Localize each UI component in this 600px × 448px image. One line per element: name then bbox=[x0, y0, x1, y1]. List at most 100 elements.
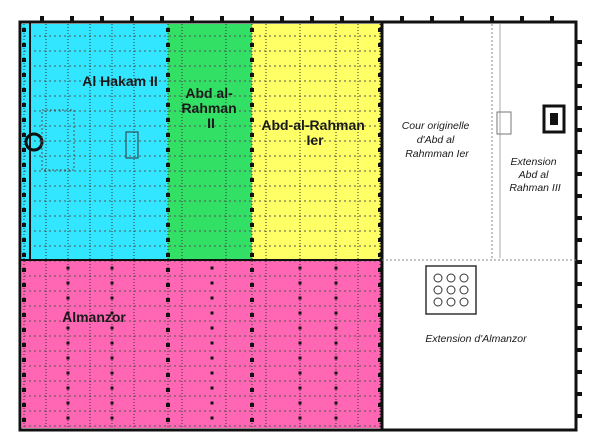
pier-columns bbox=[22, 28, 382, 422]
pier bbox=[210, 266, 214, 270]
pier bbox=[334, 401, 338, 405]
pier bbox=[66, 416, 70, 420]
pier bbox=[166, 58, 170, 62]
buttress bbox=[400, 16, 404, 22]
pier bbox=[378, 73, 382, 77]
pier bbox=[210, 296, 214, 300]
pier bbox=[250, 208, 254, 212]
pier bbox=[378, 253, 382, 257]
pier bbox=[66, 386, 70, 390]
pier bbox=[166, 28, 170, 32]
pier bbox=[378, 343, 382, 347]
label-cour-line: Cour originelle bbox=[402, 120, 470, 132]
pier bbox=[298, 326, 302, 330]
pier bbox=[250, 133, 254, 137]
pier bbox=[22, 133, 26, 137]
buttress bbox=[100, 16, 104, 22]
pier bbox=[22, 223, 26, 227]
pier bbox=[250, 193, 254, 197]
pier bbox=[166, 103, 170, 107]
pier bbox=[210, 356, 214, 360]
buttress bbox=[576, 84, 582, 88]
pier bbox=[110, 341, 114, 345]
pier bbox=[250, 88, 254, 92]
pier bbox=[166, 343, 170, 347]
east-buttresses bbox=[40, 16, 582, 418]
buttress bbox=[576, 40, 582, 44]
pier bbox=[250, 73, 254, 77]
pier bbox=[298, 416, 302, 420]
pier bbox=[250, 253, 254, 257]
buttress bbox=[576, 238, 582, 242]
pier bbox=[378, 88, 382, 92]
label-extension-almanzor: Extension d'Almanzor bbox=[425, 333, 527, 345]
label-abd-rahman-1-line: Abd-al-Rahman bbox=[261, 117, 364, 133]
pier bbox=[22, 208, 26, 212]
buttress bbox=[576, 414, 582, 418]
label-abd-rahman-2-line: Rahman bbox=[181, 100, 236, 116]
pier bbox=[166, 313, 170, 317]
pier bbox=[334, 356, 338, 360]
buttress bbox=[550, 16, 554, 22]
buttress bbox=[460, 16, 464, 22]
pier bbox=[298, 386, 302, 390]
pier bbox=[110, 356, 114, 360]
buttress bbox=[40, 16, 44, 22]
label-ext-almanzor-line: Extension d'Almanzor bbox=[425, 333, 527, 345]
pier bbox=[22, 238, 26, 242]
buttress bbox=[576, 326, 582, 330]
buttress bbox=[130, 16, 134, 22]
buttress bbox=[576, 304, 582, 308]
buttress bbox=[220, 16, 224, 22]
label-almanzor: Almanzor bbox=[62, 309, 126, 325]
pier bbox=[250, 268, 254, 272]
buttress bbox=[520, 16, 524, 22]
pier bbox=[110, 371, 114, 375]
pier bbox=[334, 416, 338, 420]
pier bbox=[250, 223, 254, 227]
pier bbox=[110, 311, 114, 315]
pier bbox=[22, 268, 26, 272]
pier bbox=[22, 43, 26, 47]
pier bbox=[22, 388, 26, 392]
pier bbox=[166, 268, 170, 272]
pier bbox=[66, 266, 70, 270]
pier bbox=[110, 281, 114, 285]
pier bbox=[22, 313, 26, 317]
zone-almanzor bbox=[22, 260, 382, 428]
pier bbox=[22, 28, 26, 32]
label-abd-rahman-1: Abd-al-Rahman Ier bbox=[261, 117, 368, 148]
buttress bbox=[490, 16, 494, 22]
pier bbox=[378, 418, 382, 422]
pier bbox=[378, 238, 382, 242]
label-ext-abd3-line: Rahman III bbox=[509, 182, 560, 194]
pier bbox=[378, 358, 382, 362]
pier bbox=[250, 373, 254, 377]
zone-abd-rahman-2 bbox=[168, 24, 252, 260]
label-abd-rahman-2: Abd al- Rahman II bbox=[181, 85, 240, 131]
minaret-core bbox=[550, 113, 558, 125]
pier bbox=[334, 386, 338, 390]
pier bbox=[250, 313, 254, 317]
pier bbox=[166, 388, 170, 392]
pier bbox=[22, 373, 26, 377]
pier bbox=[166, 283, 170, 287]
pier bbox=[66, 356, 70, 360]
pier bbox=[378, 373, 382, 377]
pier bbox=[22, 358, 26, 362]
pier bbox=[334, 341, 338, 345]
pier bbox=[110, 326, 114, 330]
pier bbox=[22, 103, 26, 107]
pier bbox=[66, 341, 70, 345]
label-abd-rahman-1-line: Ier bbox=[306, 132, 324, 148]
pier bbox=[250, 178, 254, 182]
label-abd-rahman-2-line: Abd al- bbox=[185, 85, 233, 101]
buttress bbox=[190, 16, 194, 22]
label-cour-originelle: Cour originelle d'Abd al Rahmman Ier bbox=[402, 120, 473, 160]
pier bbox=[334, 266, 338, 270]
pier bbox=[250, 328, 254, 332]
pier bbox=[166, 208, 170, 212]
pier bbox=[298, 371, 302, 375]
